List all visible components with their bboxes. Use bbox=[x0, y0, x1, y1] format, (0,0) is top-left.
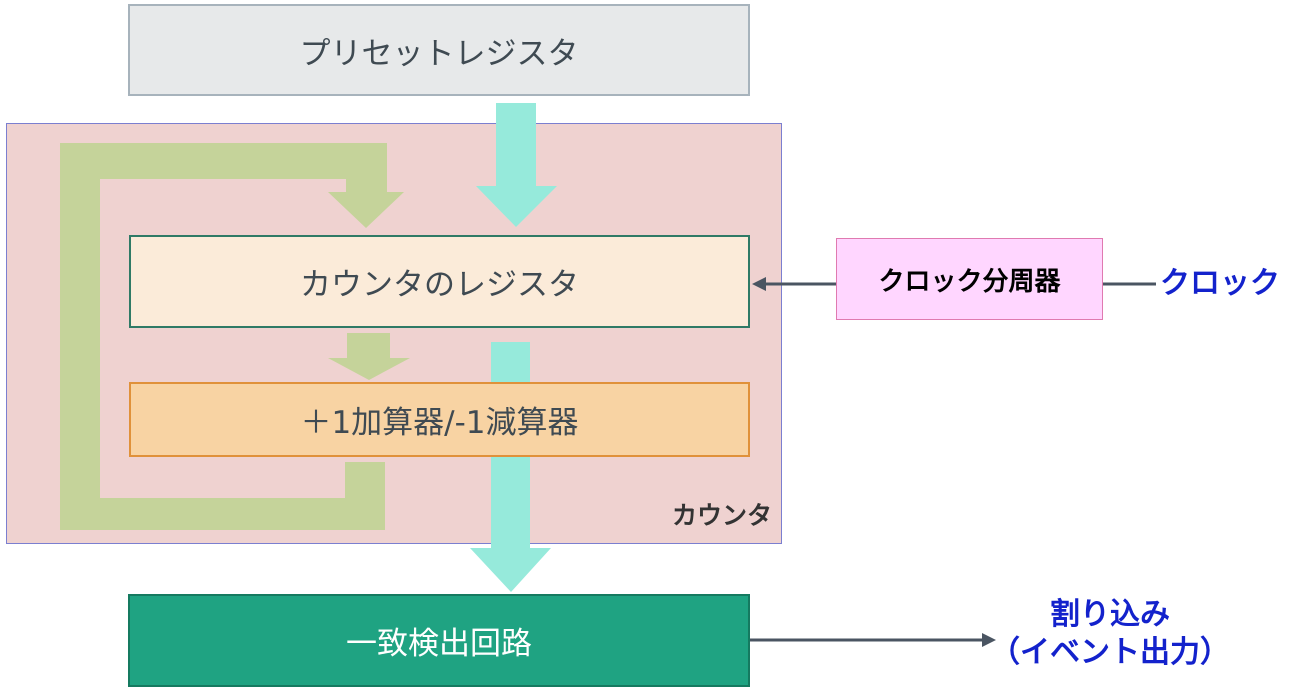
interrupt-label-line1: 割り込み bbox=[1050, 597, 1170, 632]
preset-to-register-arrow bbox=[476, 103, 557, 227]
adder-box: ＋1加算器/-1減算器 bbox=[129, 382, 750, 457]
clock-divider-label: クロック分周器 bbox=[878, 266, 1061, 297]
match-circuit-box: 一致検出回路 bbox=[128, 594, 750, 687]
adder-label: ＋1加算器/-1減算器 bbox=[300, 405, 579, 441]
match-to-interrupt-arrowhead bbox=[982, 633, 996, 647]
feedback-loop-arrow bbox=[60, 143, 404, 530]
preset-register-label: プリセットレジスタ bbox=[299, 35, 579, 72]
counter-register-box: カウンタのレジスタ bbox=[129, 235, 750, 328]
clock-divider-box: クロック分周器 bbox=[836, 238, 1103, 320]
divider-to-register-arrowhead bbox=[752, 277, 766, 291]
register-to-match-arrow bbox=[470, 342, 551, 592]
clock-label: クロック bbox=[1160, 266, 1280, 301]
preset-register-box: プリセットレジスタ bbox=[128, 4, 750, 96]
match-circuit-label: 一致検出回路 bbox=[346, 626, 532, 662]
counter-group-label: カウンタ bbox=[671, 501, 772, 530]
register-to-adder-arrow bbox=[328, 333, 410, 380]
counter-register-label: カウンタのレジスタ bbox=[300, 267, 579, 303]
interrupt-label: 割り込み （イベント出力） bbox=[960, 596, 1260, 672]
interrupt-label-line2: （イベント出力） bbox=[990, 635, 1230, 670]
